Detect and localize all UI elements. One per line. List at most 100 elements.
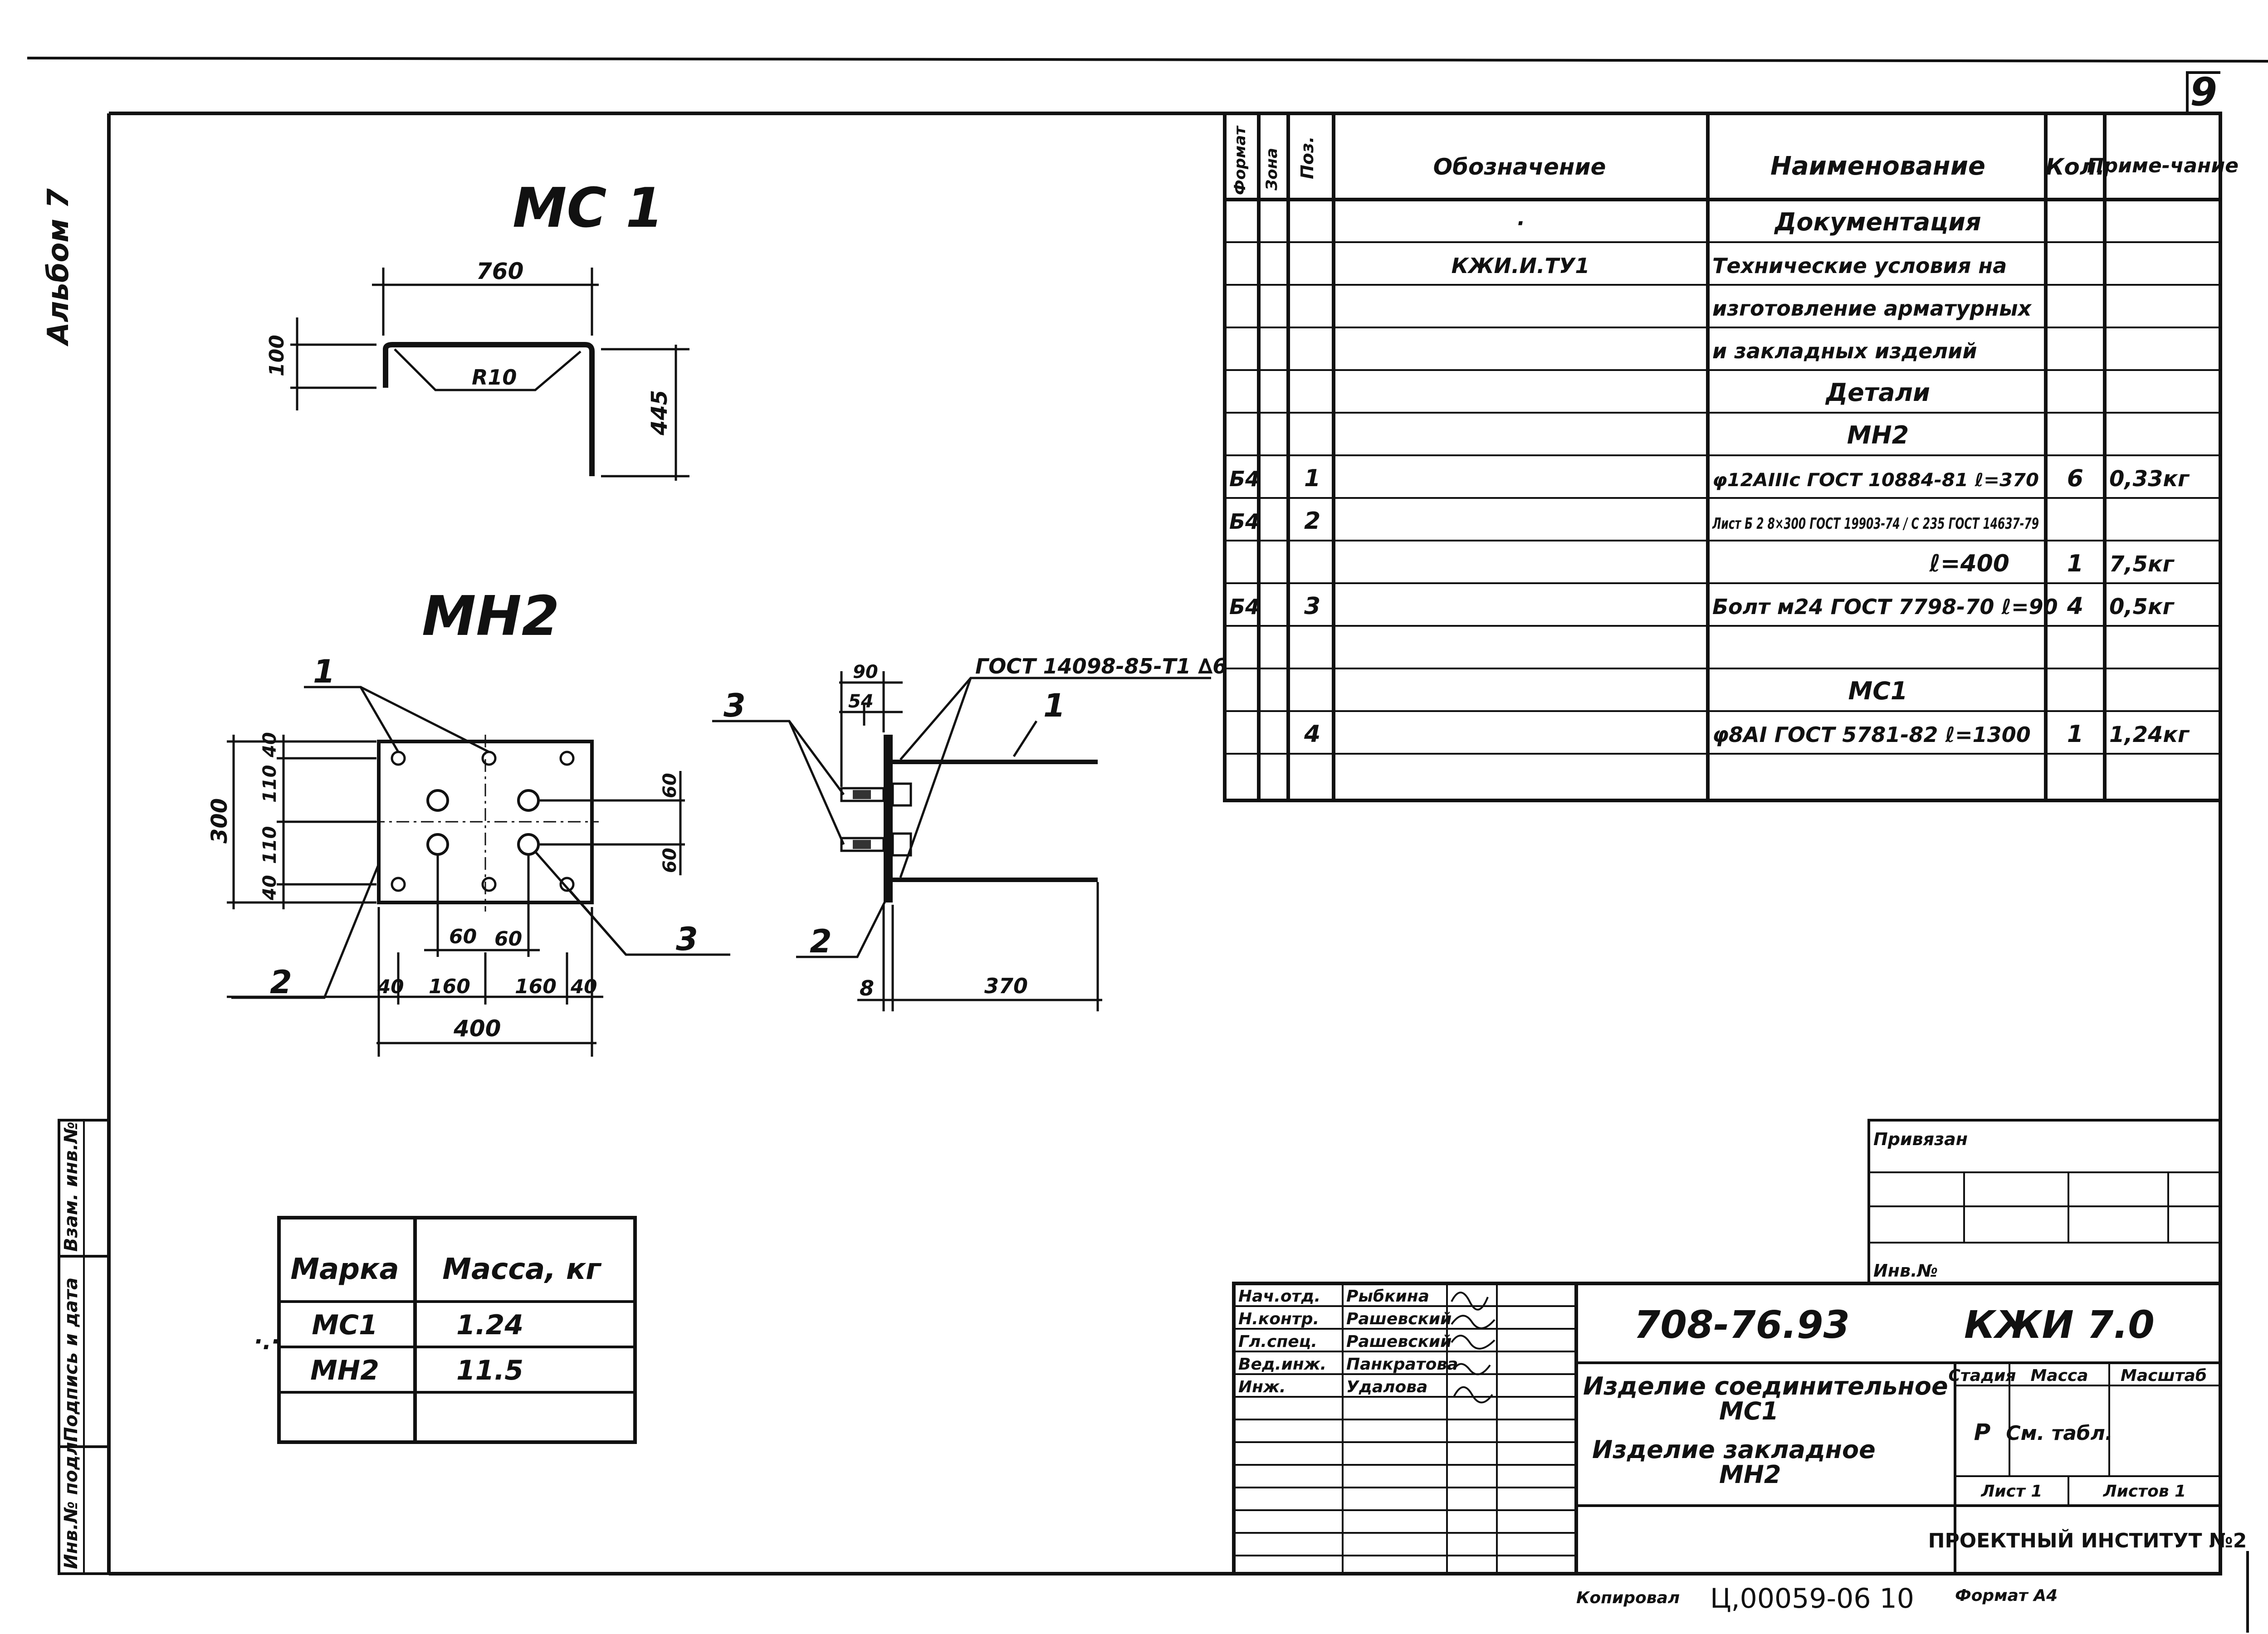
spec-header-zone: Зона (1263, 148, 1281, 191)
spec-cell-name: φ12АIIIс ГОСТ 10884-81 ℓ=370 (1712, 470, 2039, 491)
role-person: Рыбкина (1346, 1287, 1429, 1306)
spec-table: Формат Зона Поз. Обозначение Наименовани… (1223, 112, 2239, 802)
spec-header-format: Формат (1231, 125, 1249, 195)
svg-text:1: 1 (313, 653, 335, 690)
role-label: Нач.отд. (1238, 1287, 1320, 1306)
svg-text:400: 400 (453, 1015, 501, 1042)
mass-cell-mark: МС1 (312, 1309, 378, 1341)
spec-cell-name: Технические условия на (1712, 254, 2007, 278)
spec-cell-designation: · (1516, 211, 1524, 235)
inv-no-label: Инв.№ (1873, 1261, 1938, 1281)
svg-text:160: 160 (515, 975, 557, 998)
spec-header-name: Наименование (1770, 151, 1985, 181)
mass-cell-mark: МН2 (310, 1355, 379, 1386)
drawing-code-suffix: КЖИ 7.0 (1964, 1302, 2155, 1347)
album-label: Альбом 7 (42, 188, 75, 347)
spec-header-qty: Кол. (2046, 154, 2105, 180)
svg-text:60: 60 (449, 925, 477, 948)
institute-name: ПРОЕКТНЫЙ ИНСТИТУТ №2 (1928, 1528, 2247, 1552)
drawing-code: 708-76.93 (1634, 1302, 1850, 1347)
svg-text:1: 1 (1043, 687, 1066, 724)
spec-cell-name: Болт м24 ГОСТ 7798-70 ℓ=90 (1712, 595, 2058, 619)
svg-text:·.·: ·.· (254, 1328, 280, 1355)
mh2-drawing: МН2 300 40 110 110 40 60 60 (207, 585, 730, 1057)
spec-cell-name: изготовление арматурных (1712, 296, 2032, 321)
top-edge-line (27, 57, 2268, 63)
spec-cell-name: Документация (1774, 208, 1981, 236)
mass-header-mass: Масса, кг (442, 1253, 602, 1286)
svg-text:160: 160 (429, 975, 470, 998)
mc1-drawing: МС 1 R10 760 100 445 (265, 177, 689, 481)
svg-text:Масштаб: Масштаб (2121, 1366, 2207, 1385)
spec-cell-note: 1,24кг (2109, 722, 2190, 747)
spec-cell-name: МН2 (1847, 421, 1909, 449)
spec-cell-name: Детали (1825, 378, 1930, 407)
spec-cell-format: Б4 (1229, 467, 1260, 491)
svg-text:90: 90 (853, 662, 878, 683)
spec-cell-pos: 4 (1304, 721, 1320, 748)
role-person: Удалова (1346, 1378, 1427, 1396)
spec-cell-qty: 1 (2067, 550, 2083, 577)
svg-text:54: 54 (848, 691, 874, 712)
svg-text:110: 110 (259, 826, 280, 864)
spec-cell-name: φ8АI ГОСТ 5781-82 ℓ=1300 (1712, 722, 2031, 747)
mc1-height-dim: 445 (647, 390, 672, 436)
svg-text:40: 40 (259, 732, 280, 758)
svg-text:370: 370 (984, 974, 1028, 998)
spec-cell-name: Лист Б 2 8×300 ГОСТ 19903-74 / С 235 ГОС… (1712, 515, 2039, 533)
svg-text:Изделие соединительное: Изделие соединительное (1583, 1372, 1948, 1400)
svg-text:2: 2 (270, 964, 292, 1001)
role-person: Панкратова (1346, 1355, 1458, 1374)
spec-cell-name: МС1 (1848, 677, 1908, 705)
mass-cell-value: 11.5 (456, 1355, 523, 1386)
svg-text:40: 40 (377, 976, 404, 998)
svg-text:Копировал: Копировал (1576, 1589, 1680, 1607)
spec-cell-format: Б4 (1229, 509, 1260, 534)
spec-cell-qty: 6 (2067, 465, 2083, 492)
role-label: Инж. (1238, 1378, 1286, 1396)
svg-text:Масса: Масса (2030, 1366, 2088, 1385)
svg-text:МС1: МС1 (1719, 1397, 1779, 1425)
svg-text:60: 60 (660, 848, 680, 873)
spec-header-pos: Поз. (1297, 137, 1317, 179)
spec-cell-name: и закладных изделий (1712, 339, 1977, 363)
sheet-number: 9 (2190, 69, 2217, 115)
mh2-dim-v-total: 300 (207, 798, 232, 844)
spec-cell-format: Б4 (1229, 595, 1260, 619)
sheet-frame (109, 112, 2222, 1574)
svg-text:R10: R10 (472, 365, 517, 390)
role-label: Н.контр. (1238, 1310, 1319, 1328)
role-person: Рашевский (1346, 1332, 1452, 1351)
svg-text:110: 110 (259, 765, 280, 803)
section-drawing: 90 54 ГОСТ 14098-85-Т1 ∆6 3 1 2 8 370 (712, 654, 1227, 1011)
spec-cell-name: ℓ=400 (1929, 550, 2009, 577)
svg-text:60: 60 (494, 927, 522, 951)
mh2-title: МН2 (422, 585, 559, 648)
role-person: Рашевский (1346, 1310, 1452, 1328)
mass-header-mark: Марка (290, 1253, 399, 1286)
svg-text:40: 40 (259, 875, 280, 901)
svg-text:3: 3 (723, 687, 746, 724)
svg-text:2: 2 (810, 923, 832, 960)
svg-text:Инв.№ подл.: Инв.№ подл. (61, 1435, 82, 1569)
spec-cell-designation: КЖИ.И.ТУ1 (1452, 254, 1590, 278)
svg-text:МН2: МН2 (1719, 1460, 1781, 1489)
svg-text:Стадия: Стадия (1949, 1366, 2016, 1385)
svg-text:Подпись и дата: Подпись и дата (61, 1278, 82, 1442)
role-label: Гл.спец. (1238, 1332, 1317, 1351)
svg-text:Формат А4: Формат А4 (1955, 1586, 2058, 1605)
left-stamp: Инв.№ подл. Подпись и дата Взам. инв.№ (58, 1119, 110, 1575)
footer: Копировал Ц,00059-06 10 Формат А4 (1576, 1551, 2249, 1633)
mc1-title: МС 1 (513, 177, 664, 240)
privyazan-label: Привязан (1873, 1129, 1968, 1149)
spec-cell-pos: 3 (1304, 593, 1320, 620)
svg-text:См. табл.: См. табл. (2006, 1422, 2112, 1445)
role-label: Вед.инж. (1238, 1355, 1326, 1374)
mc1-width-dim: 760 (476, 258, 523, 284)
svg-text:Изделие закладное: Изделие закладное (1592, 1435, 1876, 1464)
weld-note: ГОСТ 14098-85-Т1 ∆6 (975, 654, 1227, 678)
svg-text:Ц,00059-06 10: Ц,00059-06 10 (1710, 1583, 1914, 1614)
